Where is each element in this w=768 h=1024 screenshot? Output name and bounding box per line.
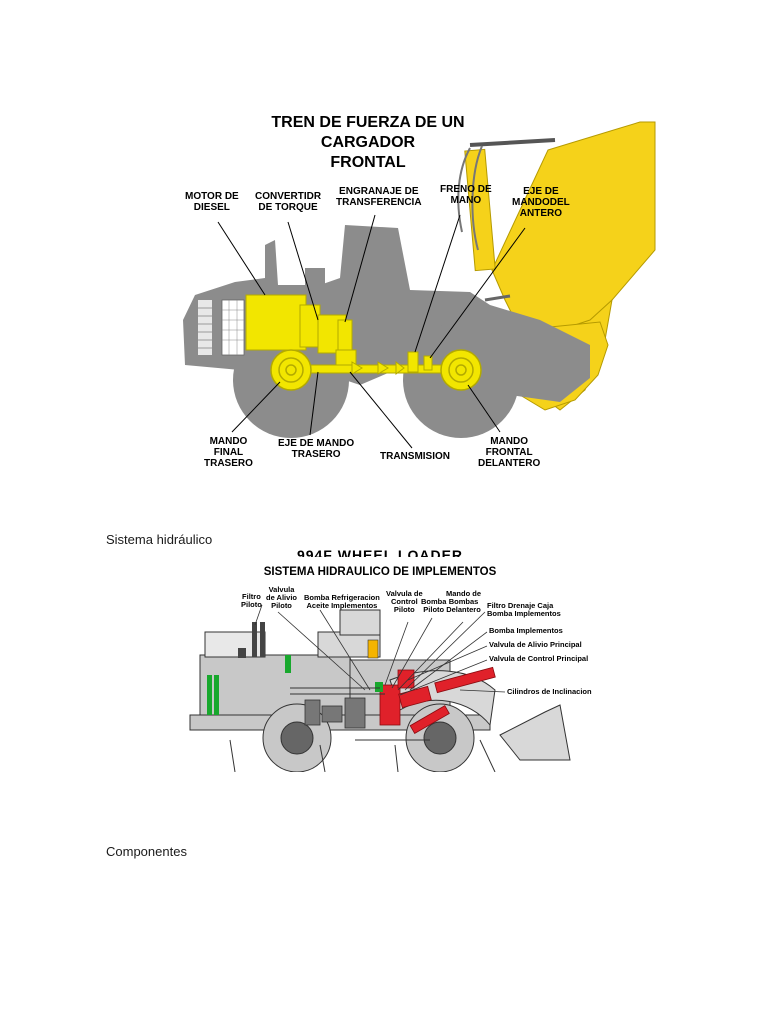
label-eje-delantero: EJE DE MANDODEL ANTERO: [512, 186, 570, 219]
label-eje-trasero: EJE DE MANDO TRASERO: [278, 438, 355, 460]
hydraulic-circuit: [379, 666, 496, 735]
hydraulic-cut-header: 994F WHEEL LOADER: [296, 548, 464, 557]
heading-sistema-hidraulico: Sistema hidráulico: [106, 532, 213, 547]
label-transmision: TRANSMISION: [380, 451, 450, 462]
label-mando-final: MANDO FINAL TRASERO: [204, 436, 253, 469]
label-valvula-control-piloto: Valvula de Control Piloto: [386, 589, 423, 614]
label-mando-bombas: Mando de Bombas Delantero: [446, 589, 481, 614]
power-train-title: TREN DE FUERZA DE UN CARGADOR FRONTAL: [228, 113, 508, 173]
label-valvula-alivio-piloto: Valvula de Alivio Piloto: [266, 585, 297, 610]
hydraulic-title: SISTEMA HIDRAULICO DE IMPLEMENTOS: [263, 566, 497, 578]
title-line-1: TREN DE FUERZA DE UN CARGADOR: [271, 114, 465, 151]
title-line-2: FRONTAL: [330, 154, 406, 171]
label-convertidor: CONVERTIDR DE TORQUE: [255, 191, 322, 213]
label-bomba-piloto: Bomba Piloto: [421, 597, 447, 614]
label-bomba-implementos: Bomba Implementos: [489, 626, 563, 635]
label-filtro-drenaje: Filtro Drenaje Caja Bomba Implementos: [487, 601, 561, 618]
powertrain-components: [245, 294, 482, 391]
hydraulic-lines: [229, 687, 496, 772]
label-valvula-alivio-principal: Valvula de Alivio Principal: [489, 640, 582, 649]
power-train-drawing: [183, 121, 656, 449]
label-motor-diesel: MOTOR DE DIESEL: [185, 191, 239, 213]
label-engranaje: ENGRANAJE DE TRANSFERENCIA: [336, 186, 422, 208]
heading-componentes: Componentes: [106, 844, 187, 859]
label-freno-mano: FRENO DE MANO: [440, 184, 492, 206]
label-bomba-refrigeracion: Bomba Refrigeracion Aceite Implementos: [304, 593, 380, 610]
label-mando-frontal: MANDO FRONTAL DELANTERO: [478, 436, 541, 469]
leader-lines: [217, 214, 526, 449]
callout-lines: [254, 604, 506, 696]
label-cilindros-inclinacion: Cilindros de Inclinacion: [507, 687, 592, 696]
label-filtro-piloto: Filtro Piloto: [241, 592, 262, 609]
label-valvula-control-principal: Valvula de Control Principal: [489, 654, 589, 663]
